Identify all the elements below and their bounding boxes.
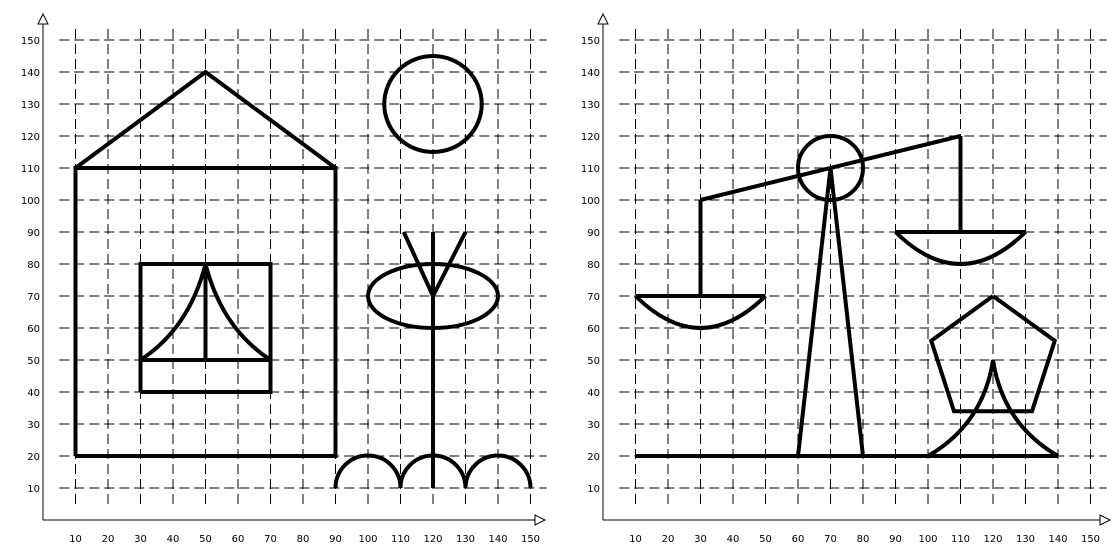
y-tick-label: 140 xyxy=(581,68,600,79)
y-tick-label: 80 xyxy=(27,260,40,271)
y-tick-label: 70 xyxy=(587,292,600,303)
x-tick-label: 80 xyxy=(857,534,870,545)
y-tick-label: 50 xyxy=(27,356,40,367)
x-tick-label: 50 xyxy=(199,534,212,545)
x-tick-label: 40 xyxy=(167,534,180,545)
x-tick-label: 60 xyxy=(232,534,245,545)
x-axis-arrow xyxy=(535,515,545,525)
x-tick-label: 40 xyxy=(727,534,740,545)
x-tick-label: 120 xyxy=(983,534,1002,545)
y-tick-label: 40 xyxy=(27,388,40,399)
y-tick-label: 50 xyxy=(587,356,600,367)
x-tick-label: 20 xyxy=(662,534,675,545)
y-tick-label: 110 xyxy=(581,164,600,175)
x-tick-label: 100 xyxy=(358,534,377,545)
x-tick-label: 150 xyxy=(521,534,540,545)
y-tick-label: 60 xyxy=(27,324,40,335)
y-tick-label: 20 xyxy=(27,452,40,463)
y-tick-label: 20 xyxy=(587,452,600,463)
x-tick-label: 70 xyxy=(824,534,837,545)
x-tick-label: 150 xyxy=(1081,534,1100,545)
y-tick-label: 90 xyxy=(27,228,40,239)
y-tick-label: 110 xyxy=(21,164,40,175)
x-tick-label: 20 xyxy=(102,534,115,545)
y-tick-label: 90 xyxy=(587,228,600,239)
y-tick-label: 130 xyxy=(581,100,600,111)
x-tick-label: 10 xyxy=(69,534,82,545)
x-tick-label: 110 xyxy=(951,534,970,545)
y-tick-label: 140 xyxy=(21,68,40,79)
left-grid-panel: 10 20 30 40 50 60 70 80 90 100 110 120 130 140 150 10 20… xyxy=(21,14,547,545)
y-tick-label: 30 xyxy=(587,420,600,431)
right-grid-panel: 10 20 30 40 50 60 70 80 90 100 110 120 130 140 150 10 20… xyxy=(581,14,1110,545)
x-tick-label: 110 xyxy=(391,534,410,545)
y-tick-label: 150 xyxy=(581,36,600,47)
y-axis-arrow xyxy=(598,14,608,24)
y-tick-label: 80 xyxy=(587,260,600,271)
x-tick-label: 80 xyxy=(297,534,310,545)
x-tick-label: 130 xyxy=(1016,534,1035,545)
x-tick-label: 30 xyxy=(134,534,147,545)
y-tick-label: 120 xyxy=(21,132,40,143)
y-tick-label: 120 xyxy=(581,132,600,143)
x-tick-label: 130 xyxy=(456,534,475,545)
x-tick-label: 50 xyxy=(759,534,772,545)
y-tick-label: 10 xyxy=(587,484,600,495)
x-tick-label: 100 xyxy=(918,534,937,545)
y-tick-label: 130 xyxy=(21,100,40,111)
y-tick-label: 40 xyxy=(587,388,600,399)
x-tick-label: 60 xyxy=(792,534,805,545)
x-tick-label: 30 xyxy=(694,534,707,545)
y-tick-label: 150 xyxy=(21,36,40,47)
x-tick-label: 140 xyxy=(1048,534,1067,545)
y-tick-label: 70 xyxy=(27,292,40,303)
x-tick-label: 140 xyxy=(488,534,507,545)
y-tick-label: 30 xyxy=(27,420,40,431)
x-tick-label: 120 xyxy=(423,534,442,545)
y-axis-arrow xyxy=(38,14,48,24)
x-axis-arrow xyxy=(1100,515,1110,525)
x-tick-label: 90 xyxy=(889,534,902,545)
x-tick-label: 90 xyxy=(329,534,342,545)
y-tick-label: 100 xyxy=(21,196,40,207)
x-tick-label: 70 xyxy=(264,534,277,545)
y-tick-label: 60 xyxy=(587,324,600,335)
y-tick-label: 100 xyxy=(581,196,600,207)
y-tick-label: 10 xyxy=(27,484,40,495)
x-tick-label: 10 xyxy=(629,534,642,545)
